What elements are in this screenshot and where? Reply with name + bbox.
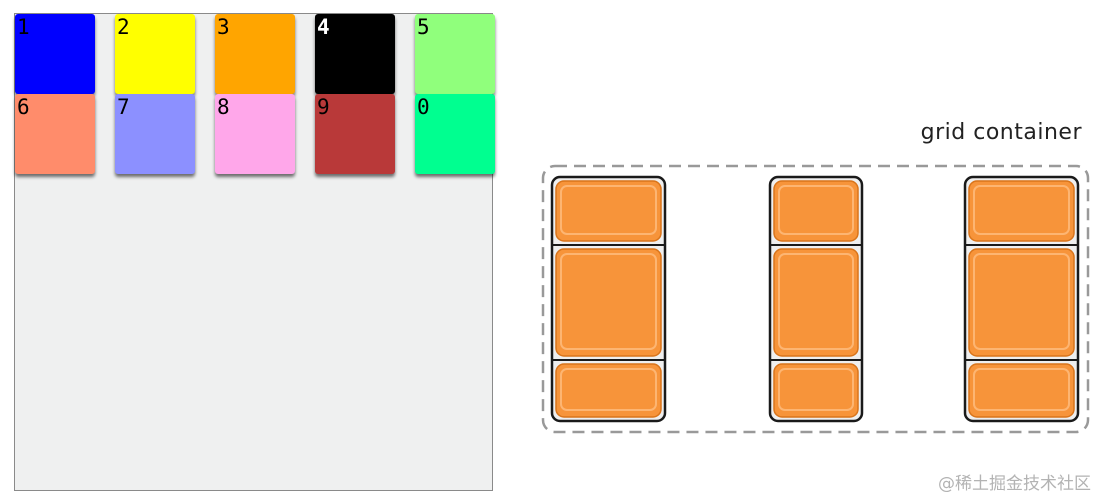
grid-item-highlight bbox=[973, 368, 1070, 411]
grid-container-label: grid container bbox=[920, 120, 1082, 145]
grid-item-r3-c3 bbox=[968, 363, 1075, 418]
grid-item-1: 1 bbox=[15, 14, 95, 94]
grid-item-5: 5 bbox=[415, 14, 495, 94]
grid-item-highlight bbox=[973, 185, 1070, 235]
grid-item-8: 8 bbox=[215, 94, 295, 174]
grid-item-r1-c3 bbox=[968, 180, 1075, 242]
grid-item-highlight bbox=[778, 253, 854, 350]
grid-item-0: 0 bbox=[415, 94, 495, 174]
grid-item-r3-c1 bbox=[555, 363, 662, 418]
grid-item-7: 7 bbox=[115, 94, 195, 174]
grid-item-highlight bbox=[778, 368, 854, 411]
grid-item-r1-c2 bbox=[773, 180, 859, 242]
grid-item-highlight bbox=[560, 368, 657, 411]
grid-item-4: 4 bbox=[315, 14, 395, 94]
grid-item-9: 9 bbox=[315, 94, 395, 174]
grid-item-highlight bbox=[560, 253, 657, 350]
grid-item-6: 6 bbox=[15, 94, 95, 174]
grid-item-r2-c2 bbox=[773, 248, 859, 357]
grid-item-highlight bbox=[560, 185, 657, 235]
grid-item-3: 3 bbox=[215, 14, 295, 94]
grid-item-r1-c1 bbox=[555, 180, 662, 242]
grid-item-2: 2 bbox=[115, 14, 195, 94]
grid-container-illustration: grid container bbox=[540, 120, 1096, 440]
grid-container-diagram bbox=[541, 164, 1090, 434]
grid-item-r3-c2 bbox=[773, 363, 859, 418]
watermark: @稀土掘金技术社区 bbox=[938, 474, 1091, 494]
grid-item-r2-c3 bbox=[968, 248, 1075, 357]
grid-item-highlight bbox=[778, 185, 854, 235]
grid-item-r2-c1 bbox=[555, 248, 662, 357]
grid-item-highlight bbox=[973, 253, 1070, 350]
